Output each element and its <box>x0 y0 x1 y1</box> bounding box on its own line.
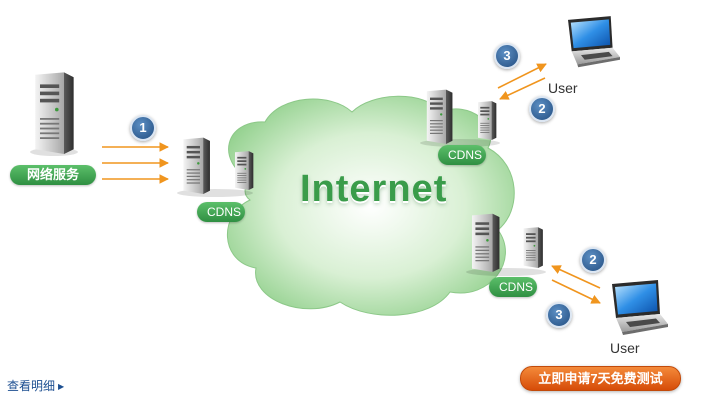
free-trial-button[interactable]: 立即申请7天免费测试 <box>520 366 681 391</box>
view-details-text: 查看明细 <box>7 379 56 393</box>
top-user-arrows <box>497 63 547 100</box>
internet-label: Internet <box>300 168 448 210</box>
step-badge-top-return: 2 <box>529 96 555 122</box>
origin-server-icon <box>30 72 78 156</box>
view-details-link[interactable]: 查看明细▶ <box>7 377 64 394</box>
cdn-node-bottom-servers-icon <box>466 213 546 276</box>
user-bottom-laptop-icon <box>612 280 668 335</box>
step-badge-bottom-send: 3 <box>546 302 572 328</box>
cdn-node-bottom-label: CDNS <box>489 277 537 297</box>
step-badge-origin: 1 <box>130 115 156 141</box>
cdn-node-left-servers-icon <box>177 137 254 197</box>
bottom-user-arrows <box>551 265 601 304</box>
cdn-node-left-label: CDNS <box>197 202 245 222</box>
step-badge-top-send: 3 <box>494 43 520 69</box>
origin-service-label: 网络服务 <box>10 165 96 185</box>
step-badge-bottom-return: 2 <box>580 247 606 273</box>
user-top-label: User <box>548 80 578 96</box>
play-arrow-icon: ▶ <box>58 382 65 391</box>
origin-arrows <box>102 142 169 184</box>
user-top-laptop-icon <box>568 16 620 68</box>
cdn-node-top-label: CDNS <box>438 145 486 165</box>
user-bottom-label: User <box>610 340 640 356</box>
